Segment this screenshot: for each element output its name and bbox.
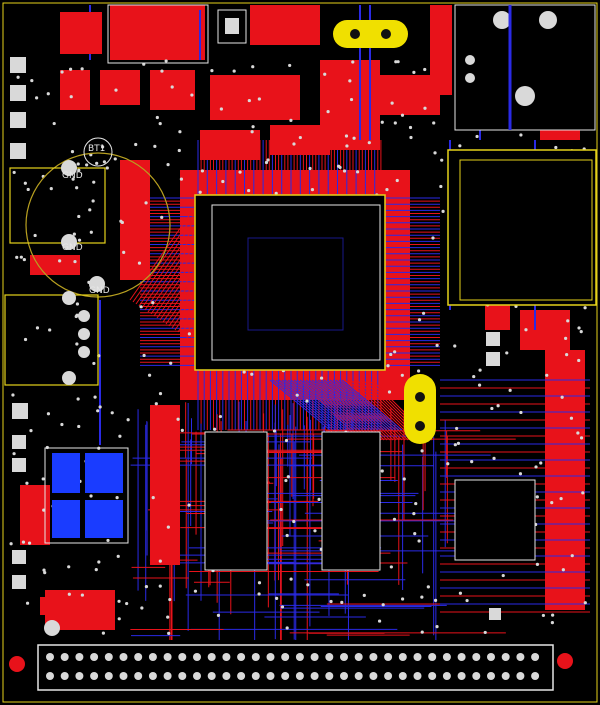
crystal-oscillator-top: [333, 20, 408, 48]
battery-label: BT1: [88, 144, 105, 154]
gnd-label-3: GND: [89, 286, 110, 296]
memory-ic-right: [321, 431, 381, 571]
qfp-chip-right: [454, 479, 536, 561]
gnd-label-1: GND: [62, 171, 83, 181]
bottom-pin-header: [37, 644, 554, 691]
main-processor-ic: [194, 194, 386, 371]
gnd-pad-2: [61, 234, 77, 250]
bottom-left-pad: [44, 620, 60, 636]
memory-ic-left: [204, 431, 268, 571]
bottom-left-component: [40, 597, 64, 615]
card-slot-outline: [447, 149, 597, 306]
corner-pad-bottom-right: [557, 653, 573, 669]
corner-pad-bottom-left: [9, 656, 25, 672]
gnd-pad-3: [89, 276, 105, 292]
crystal-oscillator-middle: [404, 374, 436, 444]
gnd-label-2: GND: [62, 243, 83, 253]
right-pads: [486, 332, 501, 620]
dc-connector: [60, 4, 247, 64]
connector-top-right: [454, 4, 596, 131]
gnd-pad-1: [61, 160, 77, 176]
left-edge-pads: [10, 57, 28, 589]
left-header-connector: [4, 291, 99, 386]
power-module: [44, 447, 129, 544]
